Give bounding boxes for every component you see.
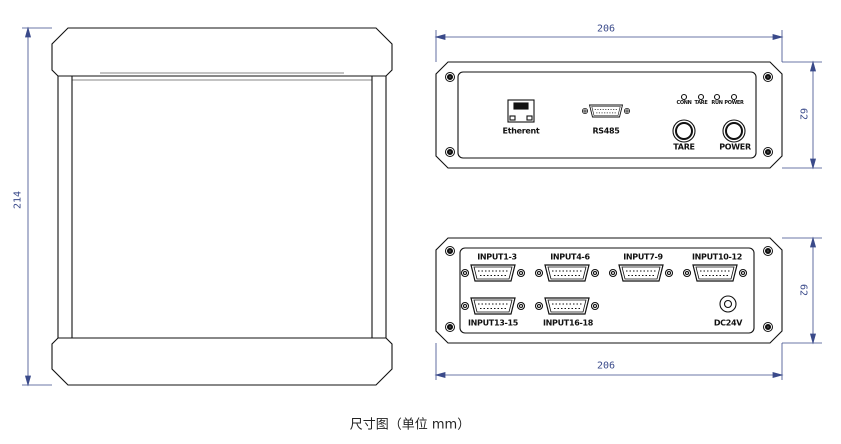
- rear-panel: [435, 237, 783, 344]
- ethernet-label: Etherent: [502, 126, 540, 136]
- input-label: INPUT13-15: [467, 318, 519, 328]
- figure-caption: 尺寸图（单位 mm）: [349, 417, 471, 433]
- tare-button-label: TARE: [673, 142, 695, 152]
- dim-width-top: 206: [596, 23, 616, 35]
- led-label-tare: TARE: [694, 100, 708, 106]
- led-label-conn: CONN: [676, 100, 692, 106]
- rs485-label: RS485: [592, 126, 620, 136]
- input-label: INPUT16-18: [542, 318, 594, 328]
- led-label-run: RUN: [711, 100, 723, 106]
- input-label: INPUT7-9: [623, 252, 663, 262]
- input-label: INPUT1-3: [477, 252, 517, 262]
- power-button-label: POWER: [719, 142, 751, 152]
- dim-width-bottom: 206: [596, 360, 616, 372]
- top-view-outline: [51, 27, 393, 386]
- input-label: INPUT10-12: [691, 252, 743, 262]
- front-panel: [435, 61, 783, 169]
- input-label: INPUT4-6: [550, 252, 590, 262]
- dim-height-top: 62: [797, 107, 809, 121]
- panel-dimension-lines: [434, 30, 822, 380]
- dim-height-bottom: 62: [797, 283, 809, 297]
- led-label-power: POWER: [724, 100, 744, 106]
- dc24v-label: DC24V: [713, 318, 743, 328]
- dim-height-left: 214: [12, 190, 24, 210]
- dim-214: [22, 26, 52, 387]
